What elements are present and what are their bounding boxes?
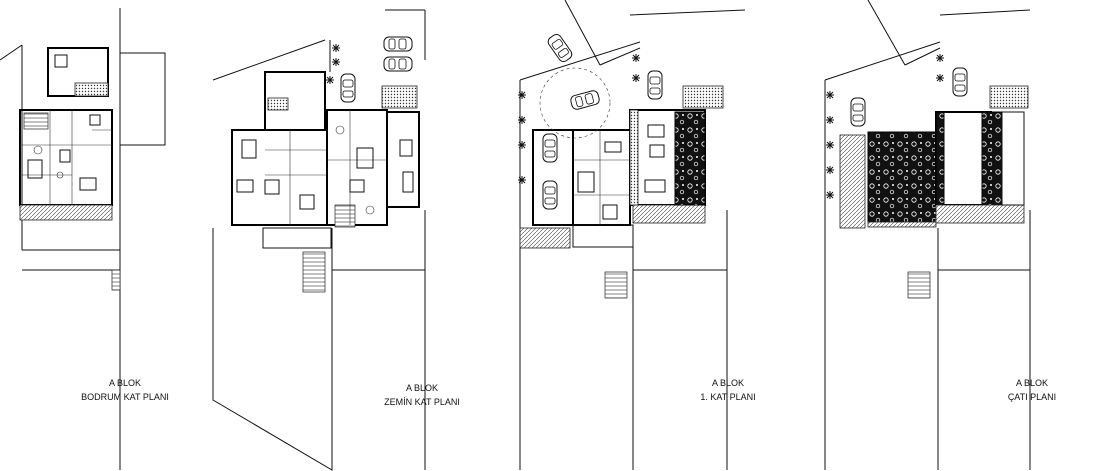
block-label: A BLOK (405, 383, 439, 393)
plan-bodrum (0, 8, 166, 470)
floor-label: ZEMİN KAT PLANI (384, 397, 460, 407)
block-label: A BLOK (108, 378, 142, 388)
block-label: A BLOK (711, 378, 745, 388)
plan-zemin (212, 9, 426, 471)
floor-label: BODRUM KAT PLANI (81, 392, 169, 402)
caption-bodrum: A BLOK BODRUM KAT PLANI (65, 376, 185, 404)
plan-cati (824, 0, 1031, 470)
plan-kat1 (517, 0, 746, 470)
caption-kat1: A BLOK 1. KAT PLANI (668, 376, 788, 404)
caption-cati: A BLOK ÇATI PLANI (972, 376, 1092, 404)
caption-zemin: A BLOK ZEMİN KAT PLANI (362, 381, 482, 409)
floor-label: ÇATI PLANI (1007, 392, 1057, 402)
block-label: A BLOK (1015, 378, 1049, 388)
floor-label: 1. KAT PLANI (700, 392, 756, 402)
